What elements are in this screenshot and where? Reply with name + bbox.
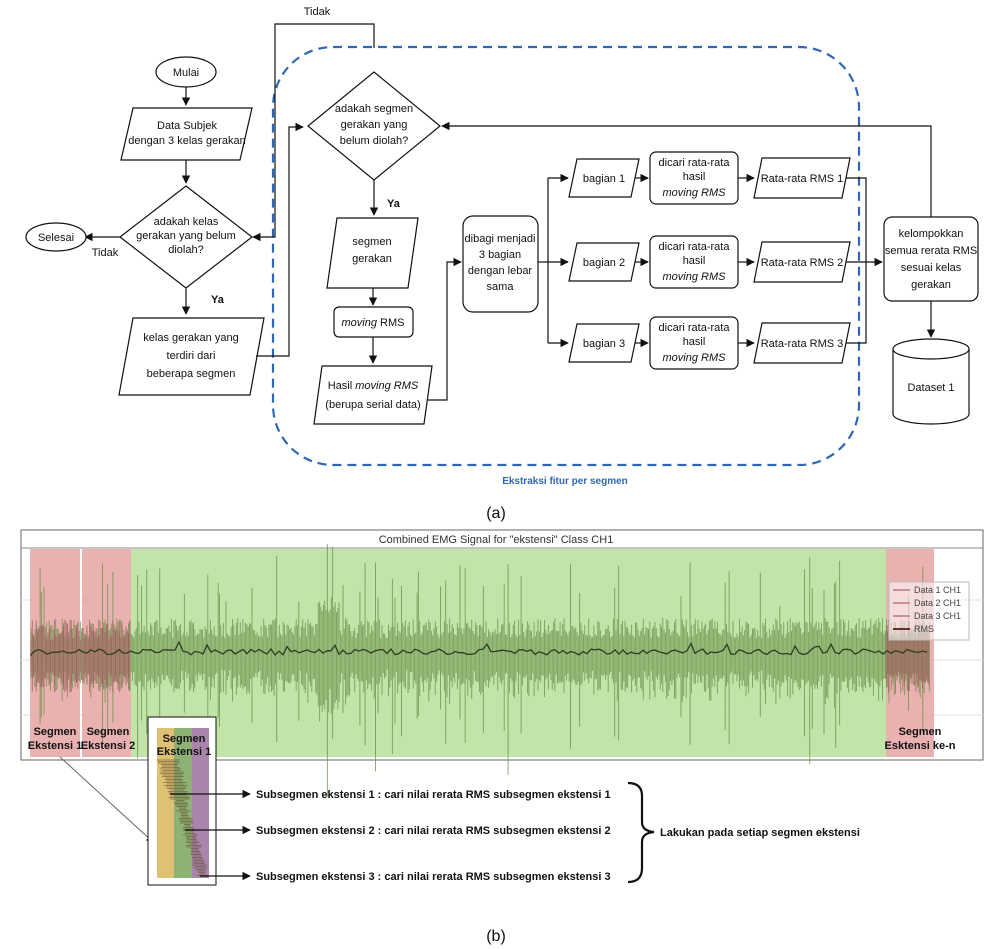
emg-signal	[30, 544, 930, 797]
seg1-label-2: Ekstensi 1	[28, 740, 82, 752]
zoom-pointer	[59, 756, 154, 843]
curly-brace	[627, 781, 655, 884]
feature-extraction-region	[271, 45, 861, 467]
avg-rms-1: Rata-rata RMS 1	[753, 157, 851, 199]
part-2: bagian 2	[568, 242, 640, 282]
decision-segment-line3: belum diolah?	[340, 135, 409, 147]
moving-rms-label: moving RMS	[342, 317, 405, 329]
avg-1-line3: moving RMS	[663, 187, 727, 199]
divide-line3: dengan lebar	[468, 265, 533, 277]
subsegment-3: Subsegmen ekstensi 3 : cari nilai rerata…	[256, 871, 611, 883]
avg-rms-1-label: Rata-rata RMS 1	[761, 173, 844, 185]
legend-item-4: RMS	[914, 624, 934, 634]
divide-line2: 3 bagian	[479, 249, 521, 261]
subsegment-2: Subsegmen ekstensi 2 : cari nilai rerata…	[256, 825, 611, 837]
segment-line1: segmen	[352, 236, 391, 248]
dataset-node: Dataset 1	[892, 338, 970, 425]
segn-label-1: Segmen	[899, 726, 942, 738]
note: Lakukan pada setiap segmen ekstensi	[660, 827, 860, 839]
class-segments-line2: terdiri dari	[167, 350, 216, 362]
decision-segment-line2: gerakan yang	[341, 119, 408, 131]
group-line1: kelompokkan	[899, 228, 964, 240]
segn-label-2: Esktensi ke-n	[885, 740, 956, 752]
finish-terminal	[25, 222, 87, 252]
class-segments-line1: kelas gerakan yang	[143, 332, 238, 344]
decision-class-line1: adakah kelas	[154, 216, 219, 228]
avg-box-3: dicari rata-rata hasil moving RMS	[649, 316, 739, 370]
rms-result-line2: (berupa serial data)	[325, 399, 420, 411]
avg-box-2: dicari rata-rata hasil moving RMS	[649, 235, 739, 289]
segment-node	[326, 217, 419, 289]
class-segments-line3: beberapa segmen	[147, 368, 236, 380]
data-input	[120, 107, 253, 161]
part-3: bagian 3	[568, 323, 640, 363]
no-label: Tidak	[92, 247, 119, 259]
avg-rms-2-label: Rata-rata RMS 2	[761, 257, 844, 269]
avg-3-line1: dicari rata-rata	[659, 322, 731, 334]
data-input-line1: Data Subjek	[157, 120, 217, 132]
avg-1-line2: hasil	[683, 171, 706, 183]
avg-2-line3: moving RMS	[663, 271, 727, 283]
inset-label-2: Ekstensi 1	[157, 746, 211, 758]
signal-title: Combined EMG Signal for "ekstensi" Class…	[379, 534, 614, 546]
caption-b: (b)	[486, 928, 506, 945]
avg-1-line1: dicari rata-rata	[659, 157, 731, 169]
yes-label-2: Ya	[387, 198, 401, 210]
avg-3-line2: hasil	[683, 336, 706, 348]
decision-segment-line1: adakah segmen	[335, 103, 413, 115]
avg-rms-2: Rata-rata RMS 2	[753, 241, 851, 283]
rms-result-line1: Hasil moving RMS	[328, 380, 419, 392]
avg-2-line1: dicari rata-rata	[659, 241, 731, 253]
rms-result-node	[313, 365, 433, 425]
start-label: Mulai	[173, 67, 199, 79]
region-label: Ekstraksi fitur per segmen	[502, 476, 628, 487]
segment-line2: gerakan	[352, 253, 392, 265]
inset-trace	[156, 759, 209, 876]
divide-line1: dibagi menjadi	[465, 233, 536, 245]
avg-2-line2: hasil	[683, 255, 706, 267]
divide-line4: sama	[487, 281, 515, 293]
no-top-label: Tidak	[304, 6, 331, 18]
decision-class-line2: gerakan yang belum	[136, 230, 236, 242]
seg2-label-2: Ekstensi 2	[81, 740, 135, 752]
avg-box-1: dicari rata-rata hasil moving RMS	[649, 151, 739, 205]
emg-trace-red-2	[885, 619, 930, 693]
divide-node	[462, 215, 539, 313]
avg-rms-3-label: Rata-rata RMS 3	[761, 338, 844, 350]
part-1-label: bagian 1	[583, 173, 625, 185]
part-3-label: bagian 3	[583, 338, 625, 350]
rms-line	[30, 640, 928, 656]
caption-a: (a)	[486, 505, 506, 522]
group-line2: semua rerata RMS	[885, 245, 977, 257]
legend-item-2: Data 2 CH1	[914, 598, 961, 608]
avg-rms-3: Rata-rata RMS 3	[753, 322, 851, 364]
class-segments	[118, 317, 265, 396]
part-1: bagian 1	[568, 158, 640, 198]
decision-class-line3: diolah?	[168, 244, 203, 256]
data-input-line2: dengan 3 kelas gerakan	[128, 135, 245, 147]
seg1-label-1: Segmen	[34, 726, 77, 738]
signal-panel: Combined EMG Signal for "ekstensi" Class…	[20, 529, 984, 797]
group-line3: sesuai kelas	[901, 262, 962, 274]
finish-label: Selesai	[38, 232, 74, 244]
part-2-label: bagian 2	[583, 257, 625, 269]
inset-label-1: Segmen	[163, 733, 206, 745]
yes-label: Ya	[211, 294, 225, 306]
inset: Segmen Ekstensi 1	[147, 716, 217, 886]
seg2-label-1: Segmen	[87, 726, 130, 738]
legend-item-3: Data 3 CH1	[914, 611, 961, 621]
legend: Data 1 CH1 Data 2 CH1 Data 3 CH1 RMS	[888, 581, 970, 641]
subsegment-1: Subsegmen ekstensi 1 : cari nilai rerata…	[256, 789, 611, 801]
legend-item-1: Data 1 CH1	[914, 585, 961, 595]
dataset-label: Dataset 1	[907, 382, 954, 394]
group-line4: gerakan	[911, 279, 951, 291]
avg-3-line3: moving RMS	[663, 352, 727, 364]
